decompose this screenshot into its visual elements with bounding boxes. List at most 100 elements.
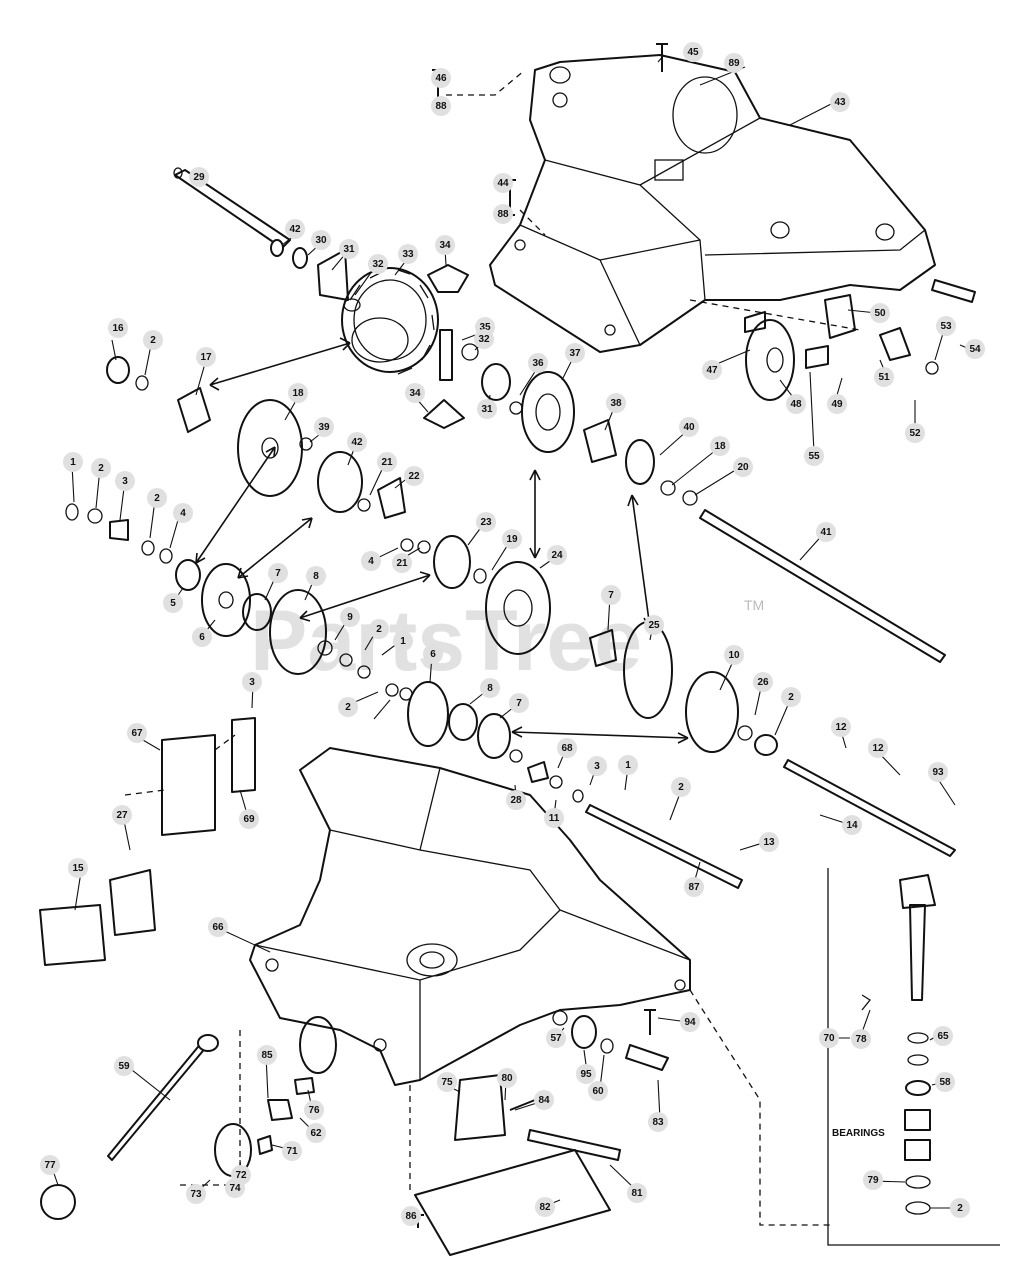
callout-10: 10 xyxy=(724,645,744,665)
callout-bubble xyxy=(147,488,167,508)
callout-number: 26 xyxy=(757,677,769,688)
shafts xyxy=(585,279,976,889)
callout-bubble xyxy=(863,1170,883,1190)
callout-30: 30 xyxy=(311,230,331,250)
left-spur-gears xyxy=(65,356,406,679)
callout-47: 47 xyxy=(702,360,722,380)
callout-bubble xyxy=(683,42,703,62)
callout-bubble xyxy=(868,738,888,758)
callout-2: 2 xyxy=(91,458,111,478)
callout-bubble xyxy=(535,1197,555,1217)
callout-76: 76 xyxy=(304,1100,324,1120)
callout-bubble xyxy=(404,466,424,486)
callout-number: 89 xyxy=(728,58,740,69)
callout-94: 94 xyxy=(680,1012,700,1032)
callout-bubble xyxy=(710,436,730,456)
callout-3: 3 xyxy=(115,471,135,491)
callout-number: 7 xyxy=(516,698,522,709)
callout-bubble xyxy=(393,631,413,651)
callout-bubble xyxy=(816,522,836,542)
callout-2: 2 xyxy=(369,619,389,639)
callout-number: 17 xyxy=(200,352,212,363)
middle-gear-cluster xyxy=(385,535,584,803)
callout-7: 7 xyxy=(601,585,621,605)
callout-number: 65 xyxy=(937,1031,949,1042)
callout-bubble xyxy=(405,383,425,403)
callout-87: 87 xyxy=(684,877,704,897)
callout-bubble xyxy=(268,563,288,583)
callout-bubble xyxy=(186,1184,206,1204)
callout-bubble xyxy=(935,1072,955,1092)
callout-8: 8 xyxy=(480,678,500,698)
callout-bubble xyxy=(679,417,699,437)
callout-bubble xyxy=(239,809,259,829)
callout-2: 2 xyxy=(781,687,801,707)
callout-number: 95 xyxy=(580,1069,592,1080)
callout-number: 29 xyxy=(193,172,205,183)
callout-number: 21 xyxy=(381,457,393,468)
callout-6: 6 xyxy=(423,644,443,664)
callout-number: 88 xyxy=(497,209,509,220)
mesh-arrows xyxy=(195,337,689,744)
callout-number: 1 xyxy=(625,760,631,771)
callout-60: 60 xyxy=(588,1081,608,1101)
callout-bubble xyxy=(870,303,890,323)
callout-82: 82 xyxy=(535,1197,555,1217)
callout-bubble xyxy=(311,230,331,250)
callout-number: 71 xyxy=(286,1146,298,1157)
callout-number: 34 xyxy=(409,388,421,399)
callout-bubble xyxy=(282,1141,302,1161)
callout-bubble xyxy=(606,393,626,413)
callout-12: 12 xyxy=(868,738,888,758)
callout-bubble xyxy=(851,1029,871,1049)
callout-number: 16 xyxy=(112,323,124,334)
callout-number: 72 xyxy=(235,1170,247,1181)
callout-number: 9 xyxy=(347,612,353,623)
callout-bubble xyxy=(644,615,664,635)
callout-34: 34 xyxy=(435,235,455,255)
callout-number: 68 xyxy=(561,743,573,754)
callout-bubble xyxy=(546,1028,566,1048)
callout-number: 33 xyxy=(402,249,414,260)
callout-85: 85 xyxy=(257,1045,277,1065)
callout-bubble xyxy=(108,318,128,338)
callout-number: 2 xyxy=(154,493,160,504)
callout-bubble xyxy=(509,693,529,713)
callout-bubble xyxy=(91,458,111,478)
callout-number: 42 xyxy=(351,437,363,448)
callout-number: 1 xyxy=(400,636,406,647)
callout-bubble xyxy=(306,1123,326,1143)
callout-number: 93 xyxy=(932,767,944,778)
callout-bubble xyxy=(476,512,496,532)
callout-bubble xyxy=(601,585,621,605)
callout-number: 60 xyxy=(592,1086,604,1097)
bearings-label: BEARINGS xyxy=(832,1128,885,1139)
callout-89: 89 xyxy=(724,53,744,73)
callout-number: 25 xyxy=(648,620,660,631)
callout-number: 76 xyxy=(308,1105,320,1116)
callout-bubble xyxy=(493,173,513,193)
callout-bubble xyxy=(285,219,305,239)
callout-32: 32 xyxy=(368,254,388,274)
right-brake-assembly xyxy=(689,294,939,401)
callout-5: 5 xyxy=(163,593,183,613)
callout-34: 34 xyxy=(405,383,425,403)
callout-93: 93 xyxy=(928,762,948,782)
callout-number: 73 xyxy=(190,1189,202,1200)
callout-number: 2 xyxy=(957,1203,963,1214)
callout-11: 11 xyxy=(544,808,564,828)
callout-36: 36 xyxy=(528,353,548,373)
callout-2: 2 xyxy=(671,777,691,797)
callout-number: 31 xyxy=(343,244,355,255)
callout-bubble xyxy=(368,254,388,274)
callout-number: 22 xyxy=(408,471,420,482)
callout-88: 88 xyxy=(493,204,513,224)
callout-number: 47 xyxy=(706,365,718,376)
callout-number: 55 xyxy=(808,451,820,462)
callout-number: 20 xyxy=(737,462,749,473)
callout-number: 88 xyxy=(435,101,447,112)
callout-bubble xyxy=(831,717,851,737)
callout-number: 39 xyxy=(318,422,330,433)
callout-bubble xyxy=(163,593,183,613)
